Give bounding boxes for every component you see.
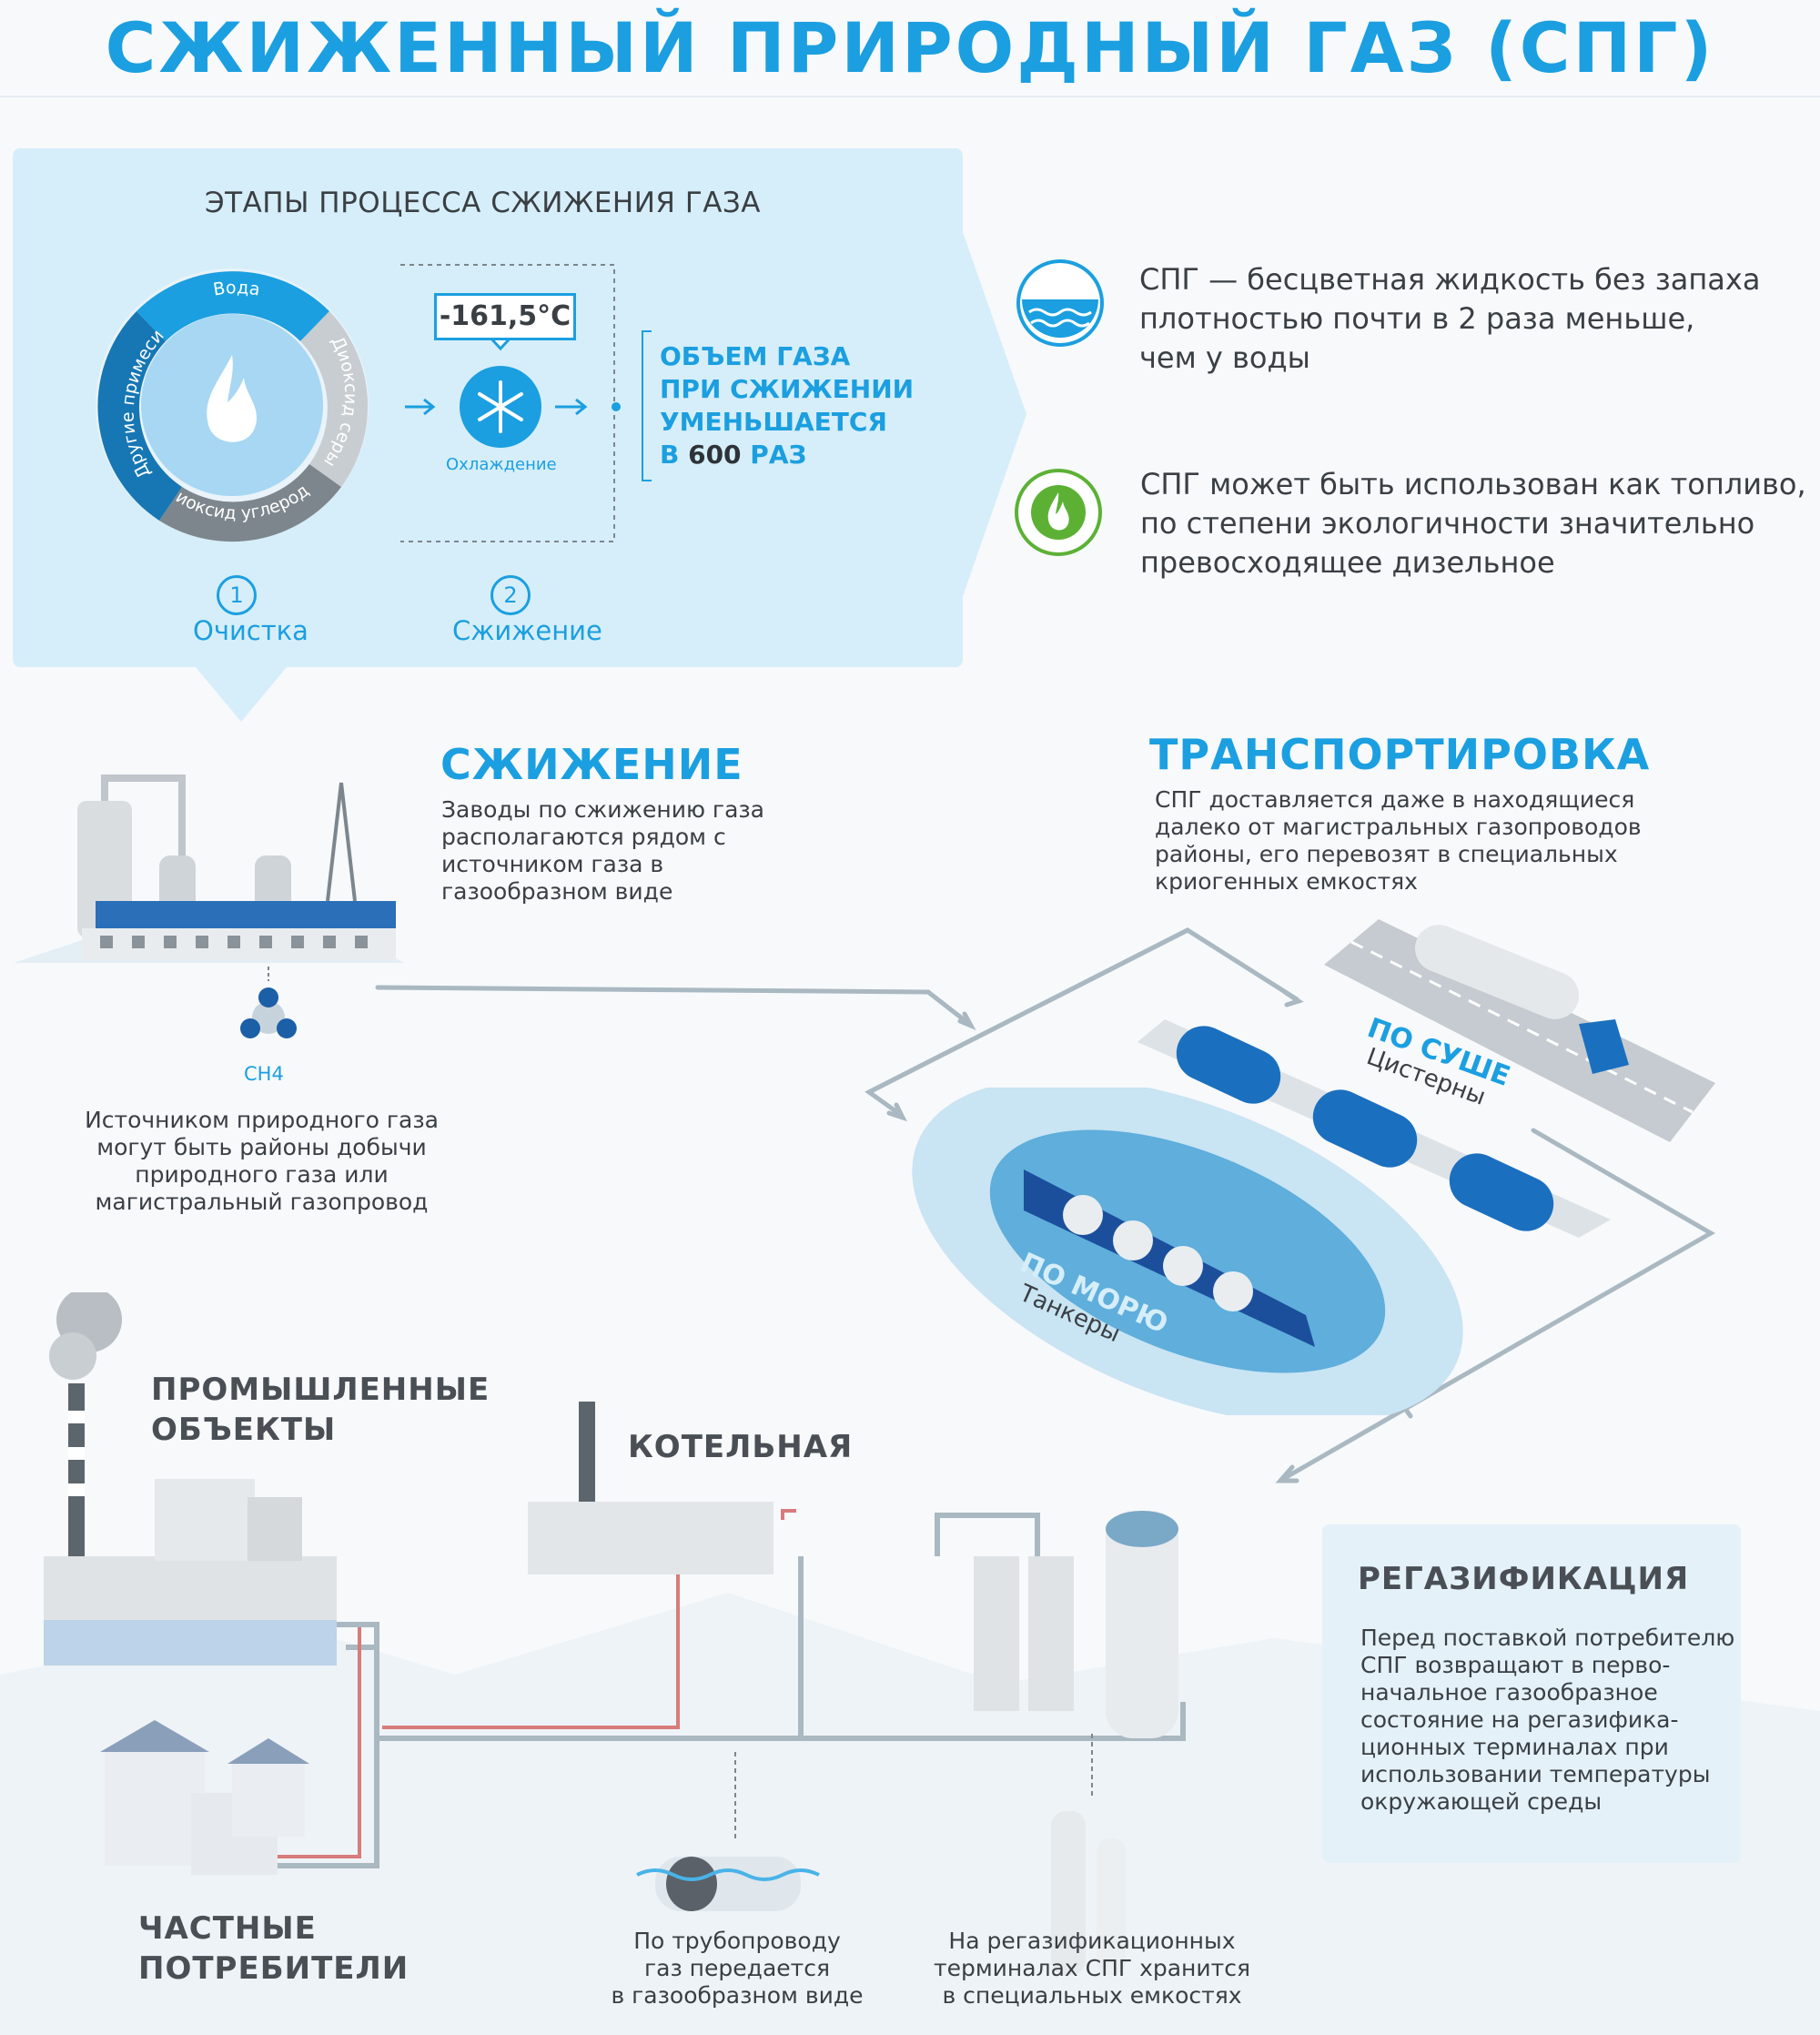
molecule-label: CH4 <box>244 1063 284 1085</box>
road-truck-illustration <box>1324 919 1715 1142</box>
boiler-heading: КОТЕЛЬНАЯ <box>628 1429 854 1465</box>
regas-heading: РЕГАЗИФИКАЦИЯ <box>1358 1561 1690 1597</box>
regas-text: Перед поставкой потребителю СПГ возвраща… <box>1360 1625 1735 1815</box>
stages-panel-pointer-bottom <box>196 667 287 722</box>
tanker-ship-illustration <box>912 1088 1463 1415</box>
cooling-label: Охлаждение <box>446 455 557 474</box>
title-divider <box>0 96 1820 97</box>
arrow-icon <box>405 398 436 416</box>
snowflake-icon <box>478 380 523 433</box>
gas-source-text: Источником природного газа могут быть ра… <box>85 1107 439 1215</box>
fact-ecology: СПГ может быть использован как топливо, … <box>1140 467 1806 580</box>
purification-ring: Вода Диоксид серы Диоксид углерода Други… <box>82 255 369 542</box>
flame-icon <box>207 355 258 442</box>
pipeline-text: По трубопроводу газ передается в газообр… <box>611 1928 864 2009</box>
methane-molecule-icon <box>240 967 297 1038</box>
water-icon <box>1016 259 1104 347</box>
segment-water <box>136 271 329 341</box>
eco-flame-icon <box>1015 469 1102 556</box>
volume-number: 600 <box>688 440 742 470</box>
segment-sulfur <box>300 311 369 487</box>
arrow-icon <box>555 398 588 416</box>
volume-bracket <box>642 330 652 481</box>
temperature-badge: -161,5°C <box>434 293 576 340</box>
segment-co2 <box>159 464 341 542</box>
industrial-heading: ПРОМЫШЛЕННЫЕ ОБЪЕКТЫ <box>151 1372 490 1448</box>
fact-density: СПГ — бесцветная жидкость без запаха пло… <box>1139 262 1761 375</box>
transport-heading: ТРАНСПОРТИРОВКА <box>1149 730 1651 779</box>
stages-heading: ЭТАПЫ ПРОЦЕССА СЖИЖЕНИЯ ГАЗА <box>205 187 762 219</box>
page-title: СЖИЖЕННЫЙ ПРИРОДНЫЙ ГАЗ (СПГ) <box>105 7 1715 88</box>
step-number-2: 2 <box>490 575 531 615</box>
liquefaction-text: Заводы по сжижению газа располагаются ря… <box>441 796 765 905</box>
segment-other <box>97 311 182 521</box>
liquefaction-plant-illustration <box>14 775 405 963</box>
volume-note: ОБЪЕМ ГАЗА ПРИ СЖИЖЕНИИ УМЕНЬШАЕТСЯ В 60… <box>660 341 915 470</box>
step-label-purification: Очистка <box>193 615 308 646</box>
transport-text: СПГ доставляется даже в находящиеся дале… <box>1155 786 1642 895</box>
regas-panel <box>1322 1524 1741 1863</box>
liquefaction-heading: СЖИЖЕНИЕ <box>440 740 743 789</box>
stages-panel-pointer <box>963 232 1026 596</box>
step-number-1: 1 <box>217 575 257 615</box>
terminal-text: На регазификационных терминалах СПГ хран… <box>934 1928 1250 2009</box>
private-heading: ЧАСТНЫЕ ПОТРЕБИТЕЛИ <box>138 1910 410 1987</box>
rail-tank-cars-illustration <box>1138 1019 1611 1238</box>
step-label-liquefaction: Сжижение <box>452 615 602 646</box>
